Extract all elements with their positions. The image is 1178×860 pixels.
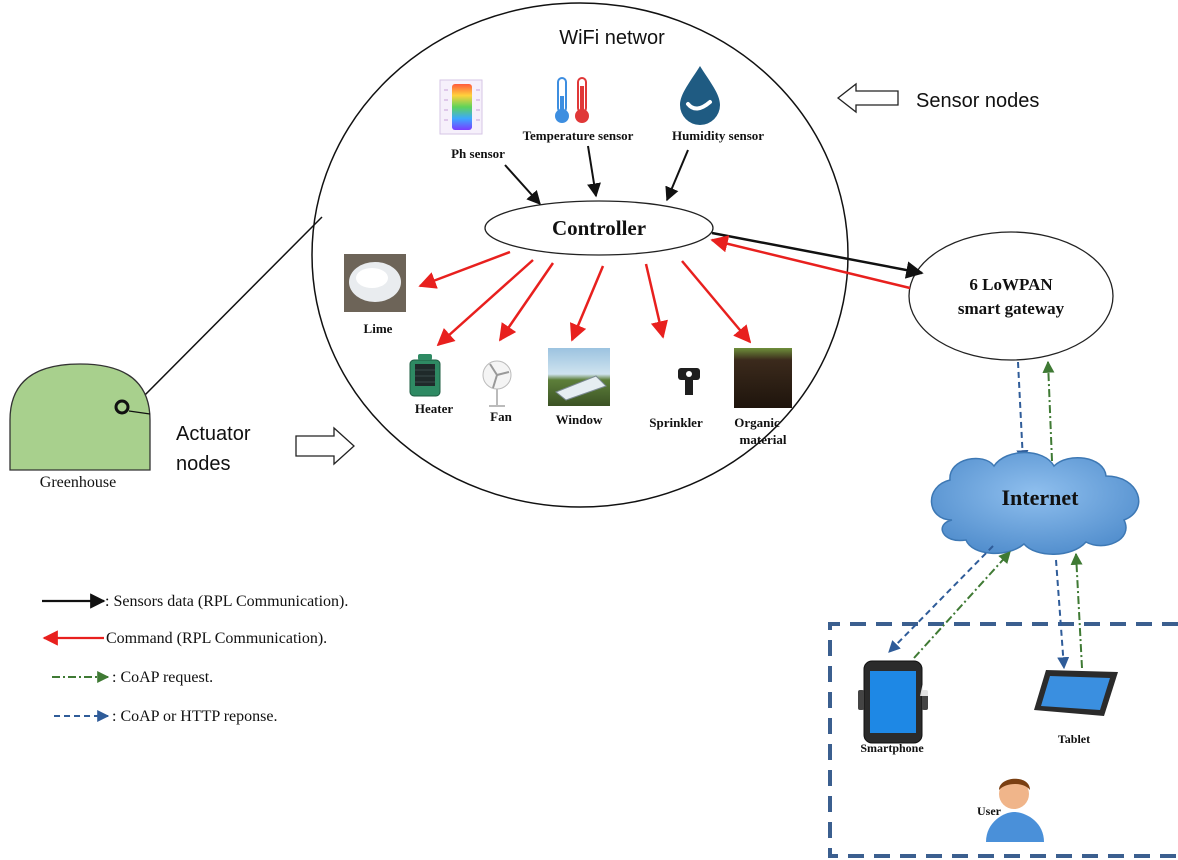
greenhouse-label: Greenhouse — [40, 474, 116, 491]
humidity-sensor-label: Humidity sensor — [672, 128, 764, 143]
humidity-to-controller-arrow — [665, 149, 689, 202]
greenhouse-node-icon — [114, 399, 130, 415]
user-area-box — [828, 622, 1178, 858]
wifi-network-label: WiFi networ — [559, 27, 665, 49]
lime-icon — [344, 254, 406, 312]
controller-to-organic-arrow — [681, 260, 752, 344]
lime-label: Lime — [364, 321, 393, 336]
ph-sensor-label: Ph sensor — [451, 146, 505, 161]
actuator-nodes-label-line2: nodes — [176, 453, 231, 475]
gateway-to-controller-arrow — [710, 235, 911, 290]
temperature-sensor-icon — [555, 77, 589, 123]
actuator-nodes-arrow-icon — [295, 426, 355, 466]
actuator-nodes-label-line1: Actuator — [176, 423, 251, 445]
sprinkler-icon — [678, 368, 700, 395]
controller-to-heater-arrow — [436, 259, 534, 347]
legend-sensors-data-label: : Sensors data (RPL Communication). — [105, 593, 348, 610]
controller-to-window-arrow — [570, 265, 605, 342]
ph-sensor-icon — [439, 79, 483, 135]
controller-to-gateway-arrow — [711, 231, 924, 279]
gateway-to-internet-response-arrow — [1016, 361, 1029, 463]
tablet-icon — [920, 670, 1118, 716]
greenhouse-node-tick — [128, 410, 151, 415]
temperature-sensor-label: Temperature sensor — [523, 128, 634, 143]
controller-node — [484, 200, 714, 256]
gateway-label-line2: smart gateway — [958, 299, 1065, 318]
temperature-to-controller-arrow — [587, 145, 601, 198]
tablet-label: Tablet — [1058, 732, 1090, 746]
user-label: User — [977, 804, 1002, 818]
legend-command-label: Command (RPL Communication). — [106, 630, 327, 647]
smartphone-icon — [858, 660, 928, 744]
legend-coap-response-label: : CoAP or HTTP reponse. — [112, 708, 277, 725]
greenhouse-shape — [9, 363, 151, 471]
legend-coap-request-label: : CoAP request. — [112, 669, 213, 686]
smartphone-label: Smartphone — [860, 741, 924, 755]
greenhouse-link-line — [131, 216, 323, 409]
ph-to-controller-arrow — [504, 164, 541, 206]
wifi-network-circle — [311, 2, 849, 508]
controller-to-fan-arrow — [498, 262, 555, 342]
gateway-node — [908, 231, 1114, 361]
organic-material-label-line1: Organic — [734, 415, 780, 430]
heater-icon — [409, 354, 441, 397]
sensor-nodes-label: Sensor nodes — [916, 90, 1039, 112]
heater-label: Heater — [415, 401, 453, 416]
internet-cloud-icon — [930, 451, 1140, 555]
gateway-label-line1: 6 LoWPAN — [969, 275, 1053, 294]
internet-to-tablet-response-arrow — [1055, 559, 1070, 670]
window-label: Window — [556, 412, 603, 427]
fan-icon — [482, 360, 512, 407]
humidity-sensor-icon — [680, 66, 720, 125]
internet-label: Internet — [1002, 485, 1080, 510]
organic-material-label-line2: material — [740, 432, 787, 447]
sprinkler-label: Sprinkler — [649, 415, 703, 430]
internet-to-smartphone-response-arrow — [888, 545, 994, 653]
organic-material-icon — [734, 348, 792, 408]
smartphone-to-internet-request-arrow — [913, 551, 1011, 659]
internet-to-gateway-request-arrow — [1042, 360, 1055, 462]
controller-to-sprinkler-arrow — [644, 263, 668, 339]
window-icon — [548, 348, 610, 406]
user-avatar-icon — [986, 778, 1044, 842]
fan-label: Fan — [490, 409, 512, 424]
controller-label: Controller — [552, 216, 646, 240]
sensor-nodes-arrow-icon — [836, 82, 899, 114]
tablet-to-internet-request-arrow — [1070, 552, 1083, 669]
controller-to-lime-arrow — [418, 250, 511, 289]
